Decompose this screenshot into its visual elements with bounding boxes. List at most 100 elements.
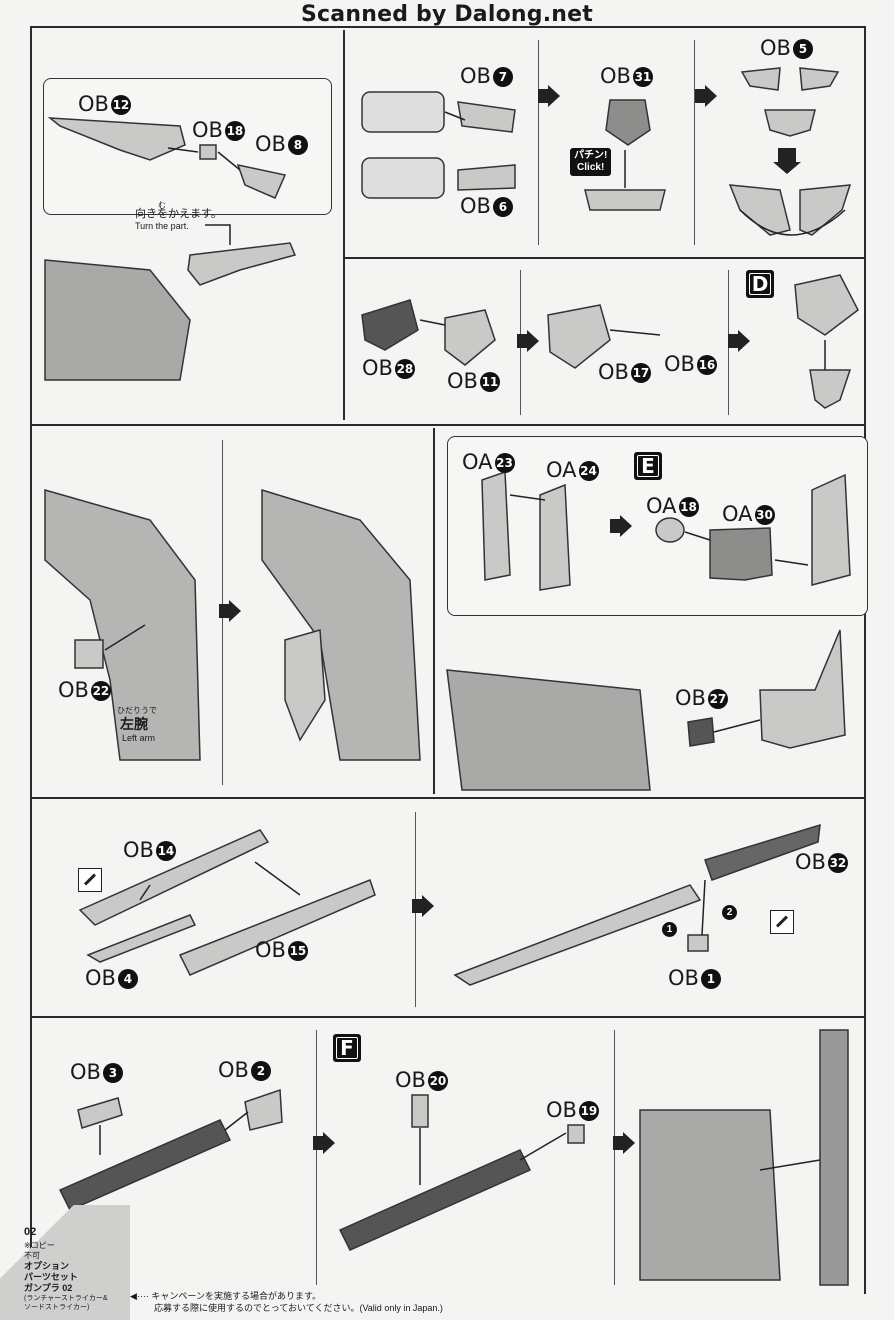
sep-8 (614, 1030, 615, 1285)
part-ob22 (74, 639, 104, 669)
part-assembled-1 (547, 304, 611, 369)
note-turn-jp: 向きをかえます。 (135, 208, 222, 220)
part-ob27 (687, 717, 715, 747)
part-ob2 (244, 1088, 283, 1131)
divider-row4 (30, 1016, 864, 1018)
callout-box-ob12 (43, 78, 332, 215)
robot-upper (44, 259, 191, 381)
runner-1 (361, 91, 445, 133)
step-e-marker: E (634, 452, 662, 480)
sep-7 (316, 1030, 317, 1285)
footer-panel (0, 1205, 130, 1320)
flow-arrow-4 (728, 330, 750, 352)
part-oa23 (481, 470, 511, 581)
cut-note-icon-2 (770, 910, 794, 934)
step-f-marker: F (333, 1034, 361, 1062)
footer-copy-2: 不可 (24, 1251, 40, 1260)
note-turn-en: Turn the part. (135, 221, 189, 231)
click-badge: パチン!Click! (570, 148, 612, 176)
note-left-arm-jp: 左腕 (120, 716, 148, 732)
runner-2 (361, 157, 445, 199)
part-ob18 (199, 144, 217, 160)
part-ob31 (605, 99, 651, 146)
flow-arrow-8 (313, 1132, 335, 1154)
note-left-arm-ruby: ひだりうで (117, 706, 157, 715)
part-turned (187, 242, 297, 286)
part-ob1 (687, 934, 709, 952)
flow-arrow-5 (219, 600, 241, 622)
part-ob12 (47, 117, 186, 161)
divider-row1 (343, 30, 345, 420)
divider-row3 (30, 797, 864, 799)
part-ob5-c (764, 109, 816, 137)
footer-product-5: ソードストライカー) (24, 1304, 90, 1311)
part-long-beam (819, 1029, 849, 1286)
part-ob3 (77, 1097, 123, 1129)
flow-arrow-down-stem (778, 148, 796, 162)
robot-back (446, 669, 651, 791)
part-rifle-f (58, 1119, 232, 1211)
part-ob6 (457, 164, 516, 191)
part-ob11 (444, 309, 496, 366)
footer-page-number: 02 (24, 1226, 37, 1238)
part-ob8 (236, 163, 287, 199)
part-ob19 (567, 1124, 585, 1144)
part-ob32 (704, 823, 821, 881)
robot-arm-left (44, 489, 201, 761)
page-header-title: Scanned by Dalong.net (301, 2, 593, 27)
sep-2 (694, 40, 695, 245)
part-oa18 (655, 517, 685, 543)
note-left-arm-en: Left arm (122, 733, 156, 743)
divider-row2-mid (433, 428, 435, 794)
footer-product-3: ガンプラ 02 (24, 1283, 73, 1293)
part-d-bottom (809, 369, 852, 409)
part-oa24 (539, 483, 571, 591)
frame-right (864, 26, 866, 1294)
part-ob28 (361, 299, 419, 351)
part-ob4 (86, 914, 197, 963)
flow-arrow-7 (412, 895, 434, 917)
flow-arrow-down-head (773, 162, 801, 174)
flow-arrow-6 (610, 515, 632, 537)
footer-campaign-1: ◀···· キャンペーンを実施する場合があります。 (130, 1291, 322, 1301)
robot-arm-right (261, 488, 421, 761)
robot-final (639, 1109, 781, 1281)
order-1-badge: 1 (662, 922, 677, 937)
cut-note-icon-1 (78, 868, 102, 892)
part-ob31-base (584, 189, 666, 211)
part-ob7 (457, 101, 516, 133)
note-turn-ruby: む (158, 201, 166, 210)
part-d-top (794, 274, 859, 336)
part-shield-small (284, 629, 326, 742)
footer-product-4: (ランチャーストライカー& (24, 1295, 108, 1302)
order-2-badge: 2 (722, 905, 737, 920)
part-e-assembled (811, 473, 851, 586)
part-ob20 (411, 1094, 429, 1128)
part-rifle (453, 884, 702, 986)
sep-1 (538, 40, 539, 245)
